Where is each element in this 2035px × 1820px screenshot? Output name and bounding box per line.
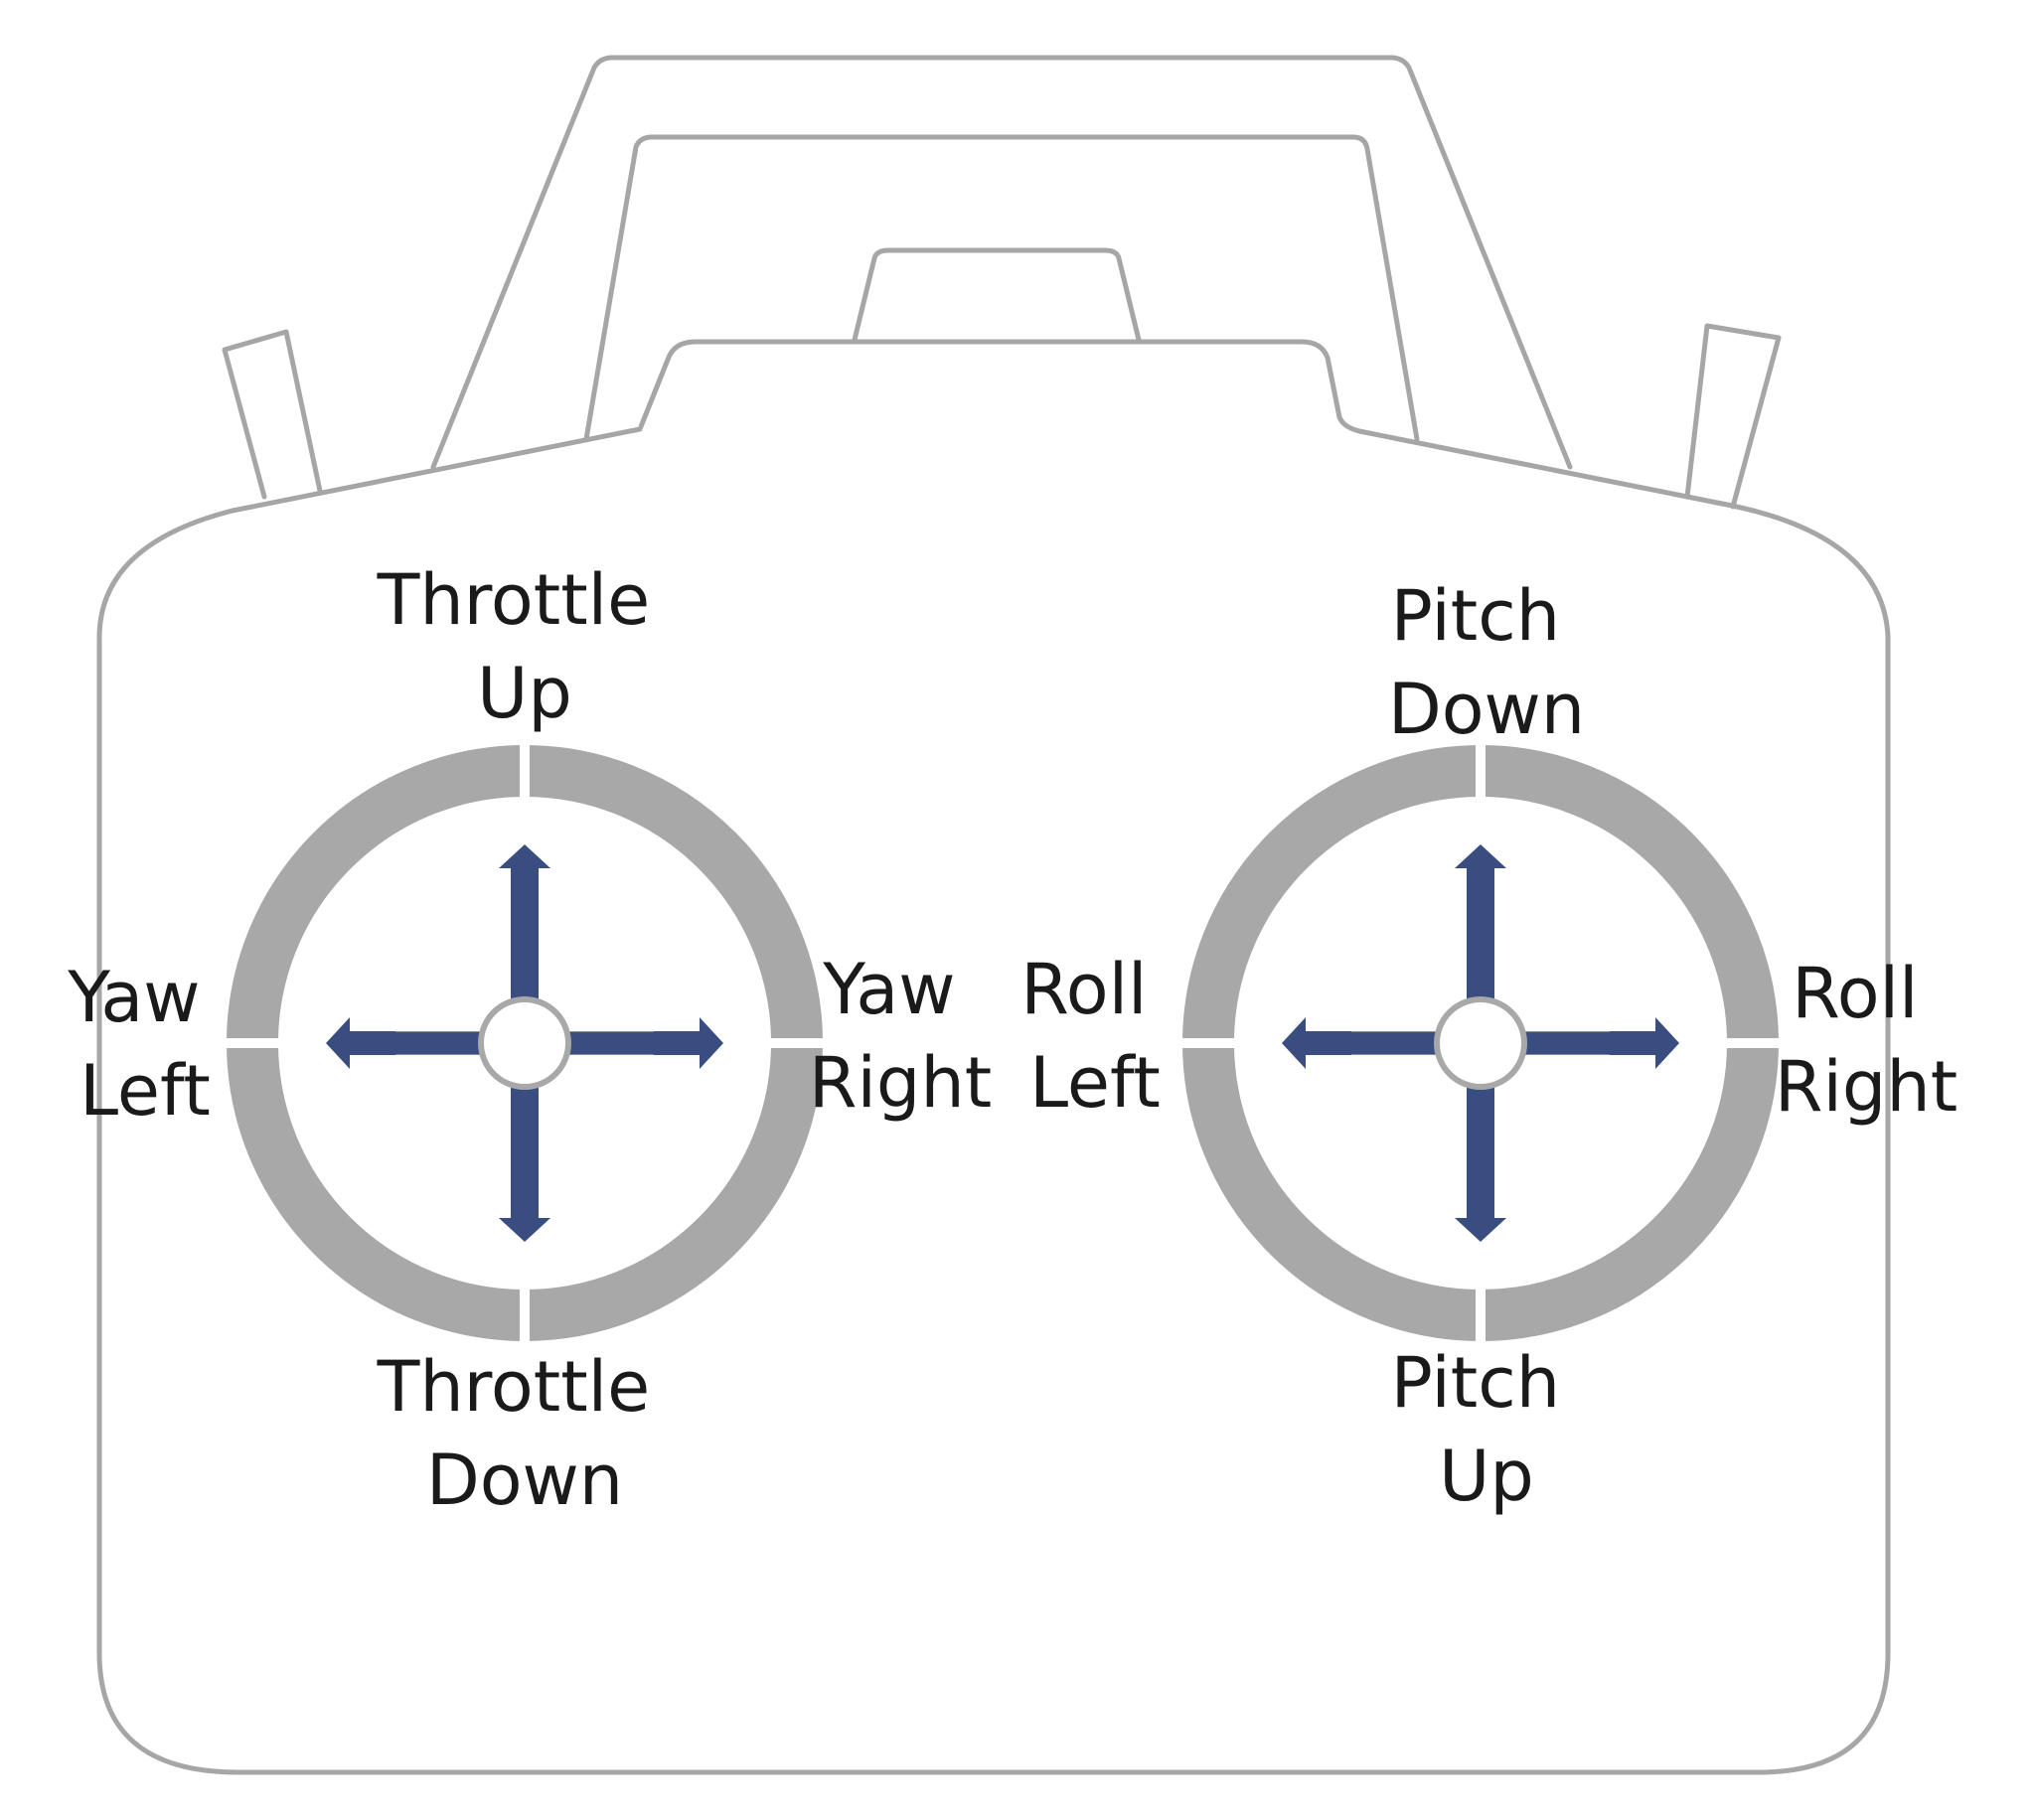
outer-handle bbox=[430, 55, 1573, 470]
right-left-label: Roll Left bbox=[1020, 949, 1169, 1124]
right-up-label: Pitch Down bbox=[1388, 575, 1585, 750]
left-stick-hub bbox=[478, 996, 571, 1090]
left-down-label: Throttle Down bbox=[377, 1346, 673, 1521]
left-up-label: Throttle Up bbox=[377, 559, 673, 734]
right-right-label: Roll Right bbox=[1775, 953, 1957, 1128]
left-left-label: Yaw Left bbox=[67, 957, 223, 1132]
left-stick bbox=[222, 740, 828, 1346]
right-down-label: Pitch Up bbox=[1391, 1342, 1583, 1517]
left-right-label: Yaw Right bbox=[809, 949, 992, 1124]
right-stick-hub bbox=[1434, 996, 1527, 1090]
right-antenna-icon bbox=[1684, 323, 1782, 510]
inner-handle bbox=[583, 134, 1420, 442]
transmitter-body bbox=[96, 339, 1891, 1775]
top-button bbox=[852, 247, 1142, 343]
left-antenna-icon bbox=[222, 329, 323, 500]
right-stick bbox=[1177, 740, 1784, 1346]
